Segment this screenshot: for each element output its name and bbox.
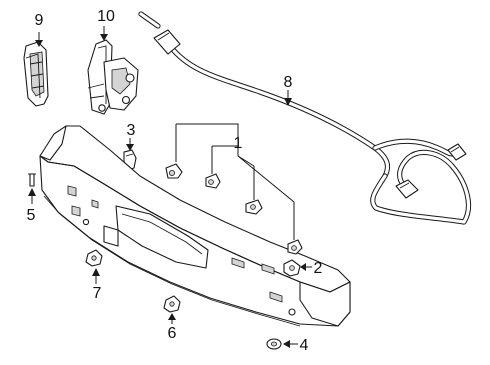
callout-5: 5	[27, 207, 36, 224]
callout-6: 6	[168, 325, 177, 342]
callout-10: 10	[97, 8, 115, 25]
bumper-cover	[39, 125, 351, 327]
callout-2: 2	[314, 260, 323, 277]
callout-9: 9	[35, 12, 44, 29]
callout-leaders	[28, 26, 312, 348]
grommet-part-6	[163, 295, 181, 313]
washer-part-4	[266, 338, 282, 350]
callout-1: 1	[234, 135, 243, 152]
grommet-part-7	[85, 249, 103, 267]
callout-4: 4	[300, 337, 309, 354]
wiring-harness-part-8	[138, 11, 472, 225]
sensor-group-part-1	[165, 123, 303, 255]
callout-8: 8	[284, 74, 293, 91]
callout-labels: 9 10 8 3 1 5 7 6 2 4	[27, 8, 323, 354]
push-pin-part-5	[28, 173, 36, 187]
callout-7: 7	[93, 285, 102, 302]
hitch-bracket-part-10	[87, 39, 139, 115]
mounting-bracket-part-9	[23, 41, 49, 107]
callout-3: 3	[127, 122, 136, 139]
retainer-part-2	[283, 259, 301, 277]
